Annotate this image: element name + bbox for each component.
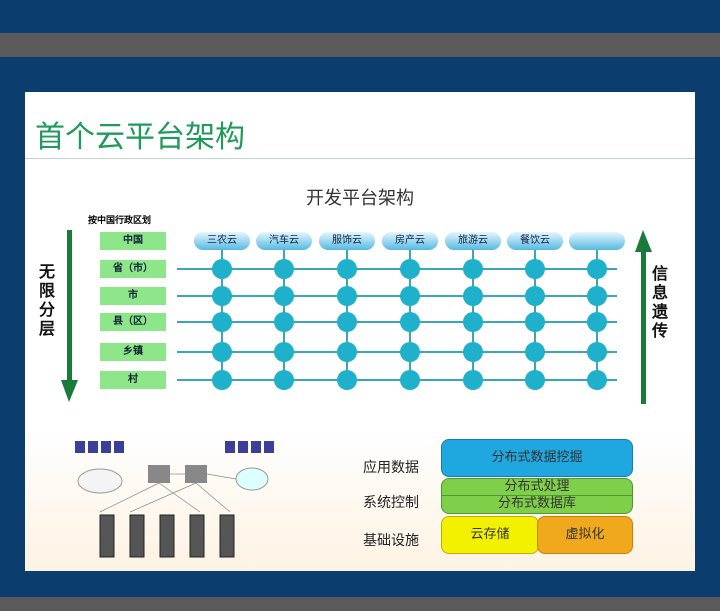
column-line (221, 241, 223, 380)
left-vertical-label: 无限分层 (39, 262, 56, 338)
row-line (177, 295, 617, 297)
column-line (346, 241, 348, 380)
network-node (274, 286, 294, 306)
gray-band (0, 33, 720, 57)
network-node (463, 342, 483, 362)
down-arrow-icon (61, 230, 78, 402)
level-label: 县（区） (100, 313, 166, 331)
network-node (400, 286, 420, 306)
layer-label-infra: 基础设施 (363, 533, 419, 549)
network-node (587, 312, 607, 332)
row-line (177, 268, 617, 270)
column-line (534, 241, 536, 380)
cloud-6 (569, 232, 625, 250)
network-node (587, 342, 607, 362)
column-line (596, 241, 598, 380)
row-line (177, 379, 617, 381)
network-node (274, 370, 294, 390)
network-node (212, 259, 232, 279)
network-node (212, 312, 232, 332)
block-cloud-storage: 云存储 (441, 516, 539, 554)
network-node (337, 342, 357, 362)
network-node (274, 259, 294, 279)
layer-label-control: 系统控制 (363, 495, 419, 511)
network-node (212, 370, 232, 390)
network-node (463, 259, 483, 279)
network-node (400, 312, 420, 332)
network-node (587, 259, 607, 279)
cloud-2: 服饰云 (319, 232, 375, 250)
cloud-1: 汽车云 (256, 232, 312, 250)
server-network-illustration (75, 441, 274, 558)
network-node (400, 259, 420, 279)
diagram-subtitle: 开发平台架构 (306, 188, 414, 209)
network-node (525, 286, 545, 306)
network-node (337, 370, 357, 390)
cloud-5: 餐饮云 (507, 232, 563, 250)
network-node (212, 342, 232, 362)
level-label: 中国 (100, 232, 166, 250)
row-line (177, 321, 617, 323)
network-node (463, 312, 483, 332)
cloud-0: 三农云 (194, 232, 250, 250)
top-band (0, 0, 720, 33)
network-node (587, 370, 607, 390)
row-line (177, 351, 617, 353)
level-label: 乡镇 (100, 343, 166, 361)
network-node (337, 259, 357, 279)
block-distributed-processing: 分布式处理 (442, 479, 632, 496)
block-control: 分布式处理 分布式数据库 (441, 478, 633, 514)
slide-title: 首个云平台架构 (35, 120, 245, 155)
right-vertical-label: 信息遗传 (652, 264, 669, 340)
column-line (472, 241, 474, 380)
level-label: 村 (100, 371, 166, 389)
cloud-4: 旅游云 (445, 232, 501, 250)
network-node (274, 342, 294, 362)
network-node (525, 370, 545, 390)
network-node (525, 342, 545, 362)
block-distributed-database: 分布式数据库 (497, 496, 576, 511)
column-line (409, 241, 411, 380)
network-node (587, 286, 607, 306)
network-node (400, 370, 420, 390)
title-divider (25, 158, 695, 159)
network-node (400, 342, 420, 362)
network-node (274, 312, 294, 332)
slide: 首个云平台架构 开发平台架构 按中国行政区划 中国省（市） 市县（区） 乡镇村 三农云… (25, 92, 695, 571)
layer-label-application: 应用数据 (363, 460, 419, 476)
block-virtualization: 虚拟化 (537, 516, 633, 554)
level-label: 市 (100, 287, 166, 305)
cloud-3: 房产云 (382, 232, 438, 250)
level-label: 省（市） (100, 260, 166, 278)
network-node (463, 370, 483, 390)
column-line (283, 241, 285, 380)
bottom-gray-band (0, 597, 720, 611)
network-node (337, 286, 357, 306)
network-node (525, 259, 545, 279)
network-node (463, 286, 483, 306)
network-node (337, 312, 357, 332)
network-node (212, 286, 232, 306)
block-data-mining: 分布式数据挖掘 (441, 439, 633, 477)
division-caption: 按中国行政区划 (88, 216, 152, 226)
up-arrow-icon (635, 230, 652, 404)
network-node (525, 312, 545, 332)
